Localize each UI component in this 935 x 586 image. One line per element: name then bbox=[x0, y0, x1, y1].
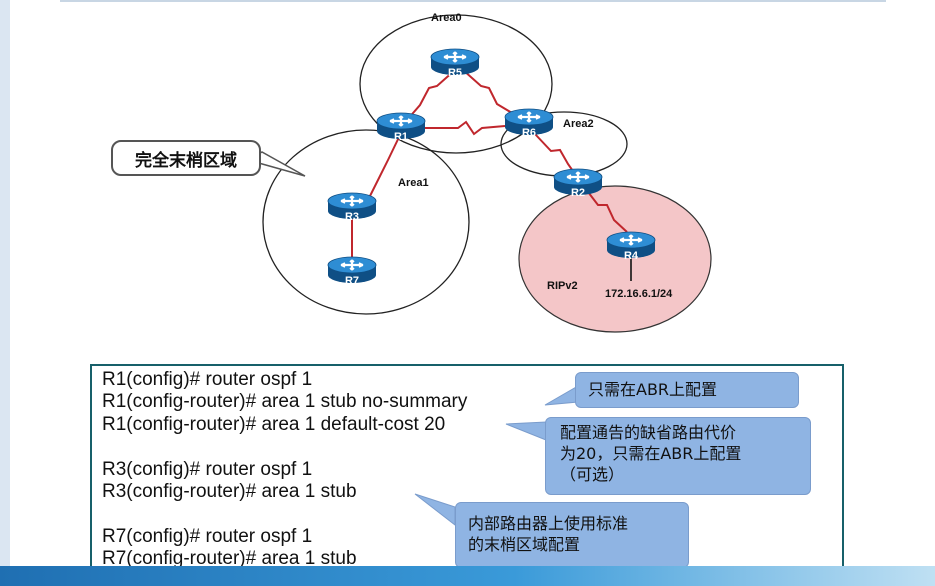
command-line: R7(config)# router ospf 1 bbox=[102, 525, 313, 547]
network-address: 172.16.6.1/24 bbox=[605, 288, 673, 300]
router-r5: R5 bbox=[429, 47, 481, 79]
router-r4: R4 bbox=[605, 230, 657, 262]
stub-area-label: 完全末梢区域 bbox=[111, 140, 261, 176]
router-r6-label: R6 bbox=[522, 127, 536, 139]
rip-domain bbox=[518, 185, 712, 333]
callout-default-cost: 配置通告的缺省路由代价 为20，只需在ABR上配置 （可选） bbox=[545, 417, 811, 495]
router-r2-label: R2 bbox=[571, 187, 585, 199]
router-r4-label: R4 bbox=[624, 250, 639, 262]
area1-boundary bbox=[262, 129, 470, 315]
router-r7: R7 bbox=[326, 255, 378, 287]
command-line: R1(config-router)# area 1 stub no-summar… bbox=[102, 391, 468, 413]
router-r7-label: R7 bbox=[345, 275, 359, 287]
area0-boundary bbox=[359, 14, 553, 154]
router-r5-label: R5 bbox=[448, 67, 462, 79]
router-r2: R2 bbox=[552, 167, 604, 199]
command-line: R1(config-router)# area 1 default-cost 2… bbox=[102, 413, 446, 435]
callout-abr-only-text: 只需在ABR上配置 bbox=[588, 380, 718, 399]
command-line: R1(config)# router ospf 1 bbox=[102, 369, 313, 390]
command-line: R7(config-router)# area 1 stub bbox=[102, 548, 357, 570]
internal-callout-tail bbox=[414, 493, 456, 527]
abr-callout-tail bbox=[544, 385, 579, 406]
callout-abr-only: 只需在ABR上配置 bbox=[575, 372, 799, 408]
link-r5-r1 bbox=[406, 69, 456, 121]
area2-label: Area2 bbox=[563, 118, 594, 130]
router-r1: R1 bbox=[375, 111, 427, 143]
callout-internal-line: 内部路由器上使用标准 bbox=[468, 514, 629, 533]
network-diagram: R5 R1 R6 R2 R3 R7 R4 Area0 Area1 Area2 R… bbox=[246, 12, 712, 333]
callout-default-cost-line: （可选） bbox=[560, 465, 625, 484]
callout-internal: 内部路由器上使用标准 的末梢区域配置 bbox=[455, 502, 689, 568]
left-decor-band bbox=[0, 0, 10, 586]
command-line: R3(config)# router ospf 1 bbox=[102, 458, 313, 480]
callout-default-cost-line: 配置通告的缺省路由代价 bbox=[560, 423, 737, 442]
link-r6-r2 bbox=[534, 133, 576, 175]
router-r3: R3 bbox=[326, 191, 378, 223]
link-r5-r6 bbox=[462, 69, 518, 117]
rip-label: RIPv2 bbox=[547, 280, 578, 292]
top-rule bbox=[60, 0, 886, 2]
bottom-decor-band bbox=[0, 566, 935, 586]
router-r6: R6 bbox=[503, 107, 555, 139]
callout-default-cost-line: 为20，只需在ABR上配置 bbox=[560, 444, 742, 463]
router-r1-label: R1 bbox=[394, 131, 408, 143]
area0-label: Area0 bbox=[431, 12, 462, 24]
command-list: R1(config)# router ospf 1 R1(config-rout… bbox=[102, 369, 467, 571]
link-r1-r3 bbox=[369, 132, 402, 197]
area1-label: Area1 bbox=[398, 177, 429, 189]
callout-internal-line: 的末梢区域配置 bbox=[468, 535, 581, 554]
cost-callout-tail bbox=[505, 421, 547, 441]
link-r1-r6 bbox=[425, 120, 506, 136]
command-line: R3(config-router)# area 1 stub bbox=[102, 481, 357, 503]
link-r2-r4 bbox=[584, 187, 628, 233]
router-r3-label: R3 bbox=[345, 211, 359, 223]
